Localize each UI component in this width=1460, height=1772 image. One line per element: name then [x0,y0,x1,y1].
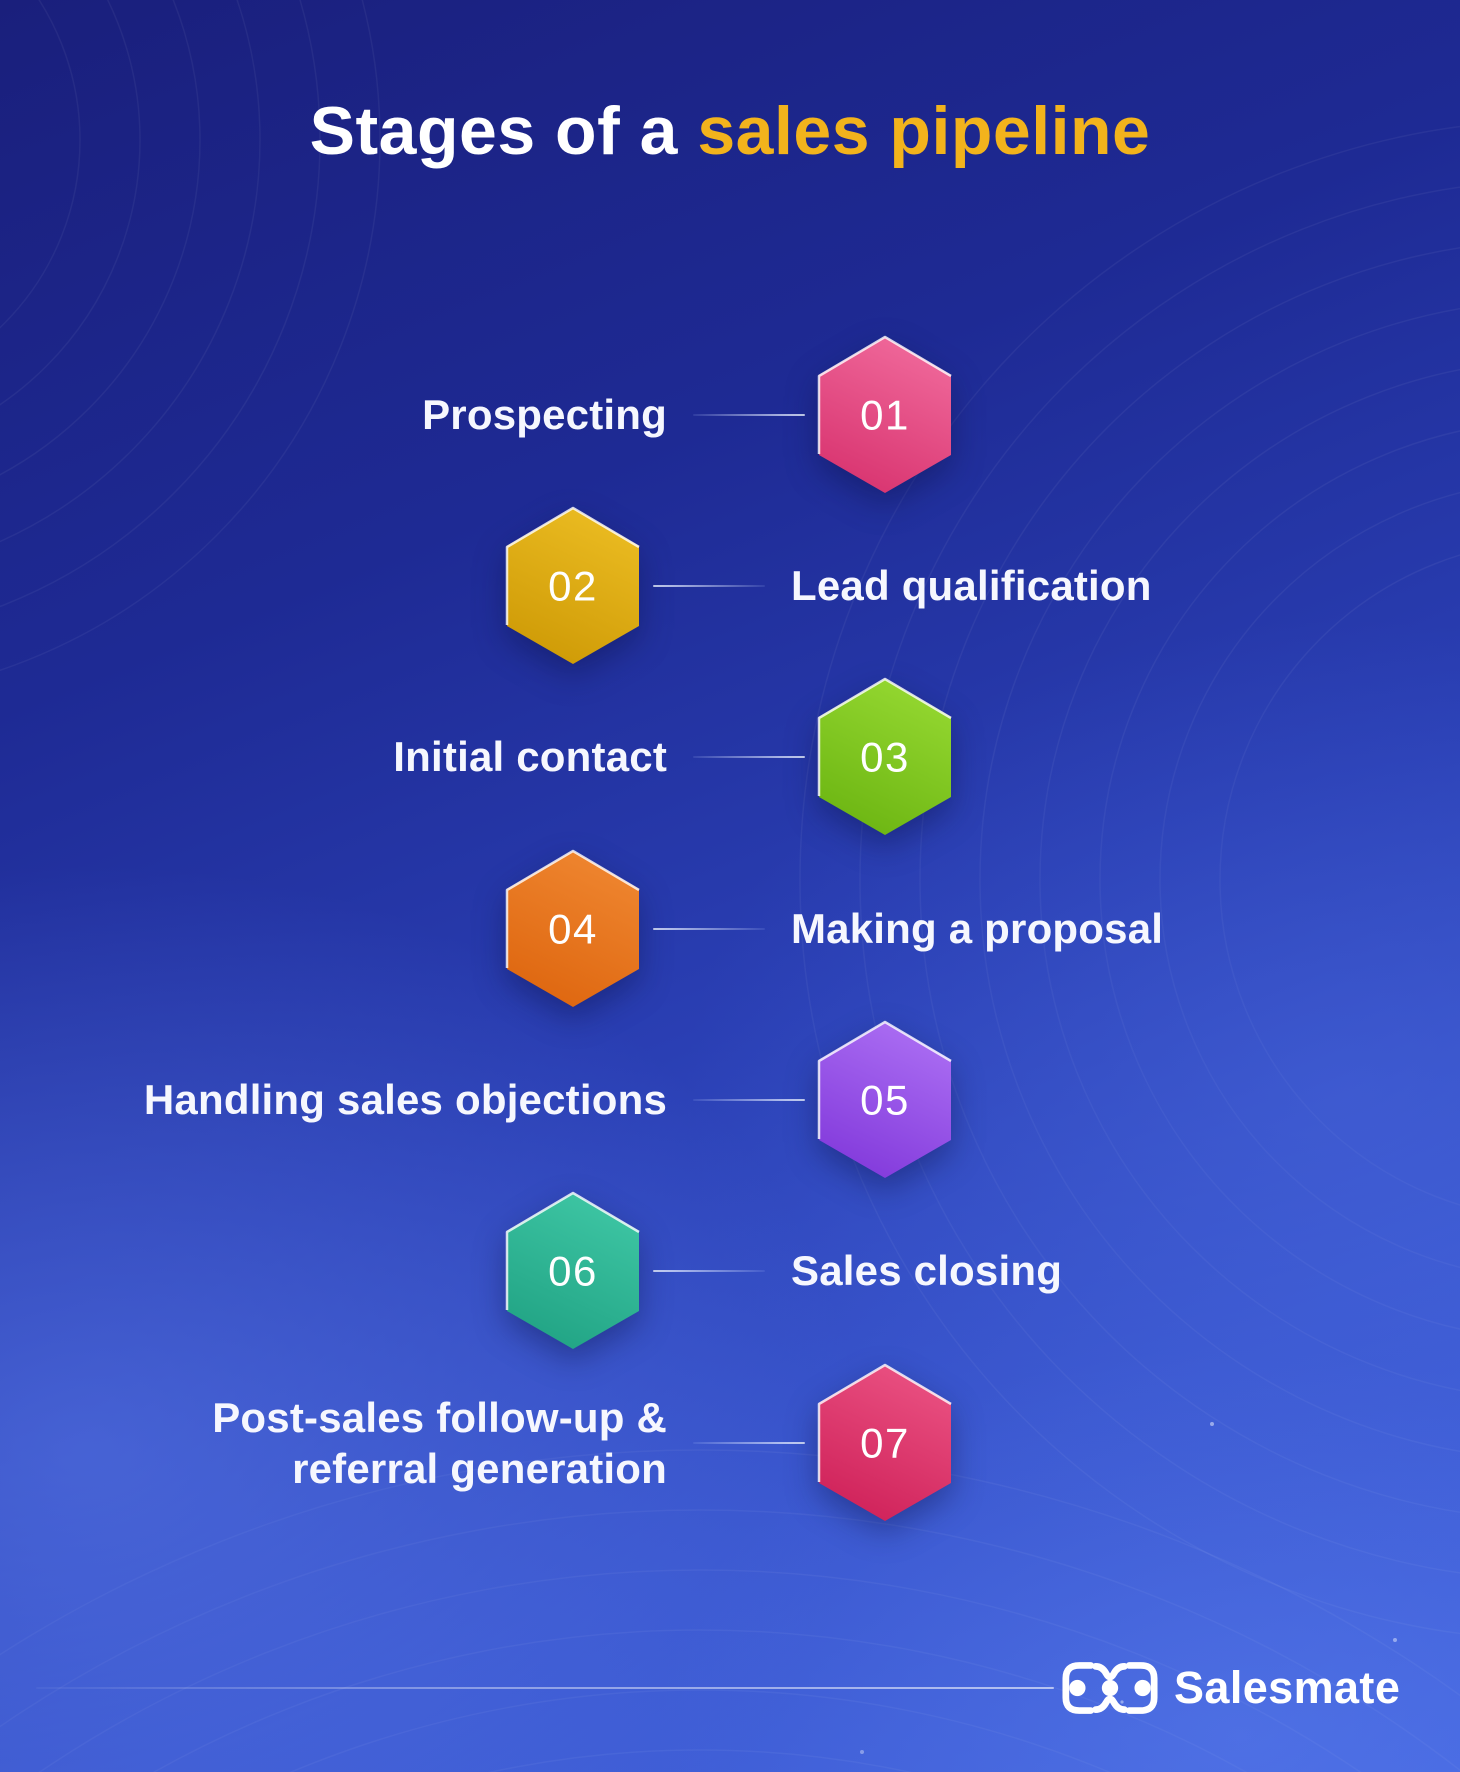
stage-number: 07 [860,1420,910,1467]
title-accent-part: sales pipeline [697,93,1151,169]
stage-hexagon-04: 04 [505,849,640,1007]
stage-row-2: 02 Lead qualification [503,506,1400,666]
connector-line [653,928,765,930]
stage-hexagon-02: 02 [505,506,640,664]
stage-label-handling-sales-objections: Handling sales objections [143,1076,667,1124]
stage-number: 04 [548,906,598,953]
stage-hexagon-03: 03 [817,677,952,835]
connector-line [693,1099,805,1101]
stage-number: 05 [860,1077,910,1124]
stage-row-1: Prospecting 01 [60,335,955,495]
stage-number: 01 [860,392,910,439]
stage-row-7: Post-sales follow-up & referral generati… [60,1363,955,1523]
stage-row-3: Initial contact 03 [60,677,955,837]
title-white-part: Stages of a [309,93,678,169]
footer-divider [36,1687,1054,1689]
brand-name: Salesmate [1174,1662,1401,1713]
stage-hexagon-06: 06 [505,1191,640,1349]
stage-row-5: Handling sales objections 05 [60,1020,955,1180]
stage-label-lead-qualification: Lead qualification [791,562,1152,610]
page-title: Stages of a sales pipeline [0,92,1460,170]
stage-row-6: 06 Sales closing [503,1191,1400,1351]
stage-hexagon-05: 05 [817,1020,952,1178]
connector-line [693,756,805,758]
connector-line [653,585,765,587]
stage-row-4: 04 Making a proposal [503,849,1400,1009]
stage-label-making-a-proposal: Making a proposal [791,905,1164,953]
stage-label-prospecting: Prospecting [422,391,667,439]
stage-hexagon-07: 07 [817,1363,952,1521]
connector-line [653,1270,765,1272]
connector-line [693,1442,805,1444]
stage-label-post-sales-follow-up: Post-sales follow-up & referral generati… [212,1393,667,1492]
stage-number: 03 [860,734,910,781]
stage-number: 02 [548,563,598,610]
brand-lockup: Salesmate [1062,1650,1400,1726]
stage-label-sales-closing: Sales closing [791,1247,1063,1295]
stage-number: 06 [548,1248,598,1295]
stage-hexagon-01: 01 [817,335,952,493]
stage-label-initial-contact: Initial contact [393,733,667,781]
salesmate-logo-icon [1062,1662,1158,1714]
connector-line [693,414,805,416]
